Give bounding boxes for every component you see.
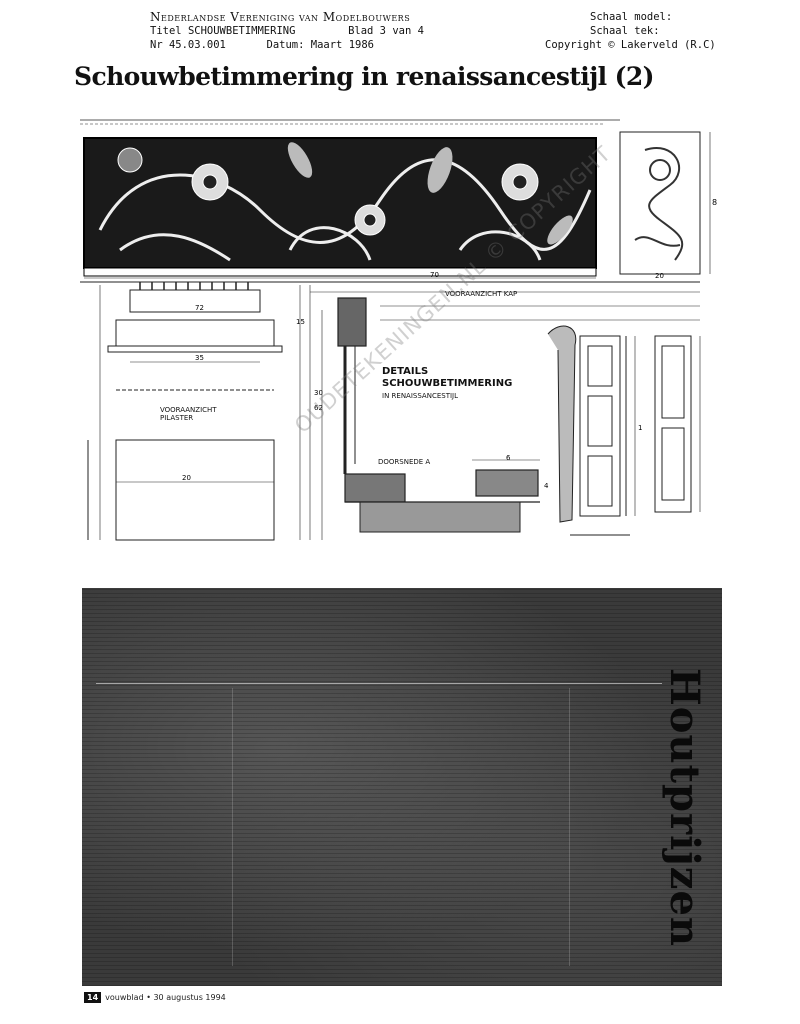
carved-frieze-panel — [83, 137, 597, 269]
page-footer: 14 vouwblad • 30 augustus 1994 — [84, 992, 226, 1003]
doorsnede-label: DOORSNEDE A — [378, 458, 431, 466]
copyright-row: Copyright © Lakerveld (R.C) — [545, 38, 790, 52]
side-scroll-icon — [634, 147, 684, 261]
details-label-line2: SCHOUWBETIMMERING — [382, 378, 513, 389]
van: van 4 — [392, 25, 424, 37]
clipping-rule — [96, 683, 662, 684]
schaal-model: Schaal model: — [590, 11, 673, 23]
cornice-profile — [547, 325, 701, 536]
organization-name: Nederlandse Vereniging van Modelbouwers — [150, 10, 411, 24]
side-ornament-panel — [619, 131, 701, 275]
author: Lakerveld (R.C) — [620, 39, 716, 51]
dim-62: 62 — [314, 404, 323, 412]
pilaster-front-view — [87, 282, 301, 541]
dim-35: 35 — [195, 354, 204, 362]
titel-row: Titel SCHOUWBETIMMERING Blad 3 van 4 — [150, 24, 530, 38]
dim-1: 1 — [638, 424, 642, 432]
dim-6: 6 — [506, 454, 511, 462]
clipping-column-rule — [232, 688, 233, 966]
clipping-vertical-title: Houtprijzen — [661, 668, 708, 947]
dim-72: 72 — [195, 304, 204, 312]
header-left: Nederlandse Vereniging van Modelbouwers … — [150, 10, 530, 52]
copyright-label: Copyright — [545, 39, 602, 51]
dim-30: 30 — [314, 389, 323, 397]
schaal-tek: Schaal tek: — [590, 25, 660, 37]
nr-row: Nr 45.03.001 Datum: Maart 1986 — [150, 38, 530, 52]
leaf-ornament-icons — [287, 142, 573, 245]
frieze-lower-border — [83, 267, 597, 277]
copyright-symbol-icon: © — [608, 39, 615, 51]
header-right: Schaal model: Schaal tek: Copyright © La… — [545, 10, 790, 52]
dim-70: 70 — [430, 271, 439, 279]
dim-4: 4 — [544, 482, 549, 490]
dim-15: 15 — [296, 318, 305, 326]
details-label-line3: IN RENAISSANCESTIJL — [382, 392, 459, 400]
datum: Datum: Maart 1986 — [266, 39, 374, 51]
titel-label: Titel — [150, 25, 182, 37]
dim-8: 8 — [712, 198, 717, 207]
newspaper-clipping: Houtprijzen — [82, 588, 722, 986]
vooraanzicht-kap-label: VOORAANZICHT KAP — [445, 290, 518, 298]
footer-text: vouwblad • 30 augustus 1994 — [105, 993, 226, 1002]
rosette-icons — [117, 147, 539, 236]
page-number: 14 — [84, 992, 102, 1003]
details-label: DETAILS SCHOUWBETIMMERING IN RENAISSANCE… — [382, 366, 512, 402]
technical-drawing: 8 70 20 72 35 20 30 62 15 — [60, 110, 760, 550]
details-label-line1: DETAILS — [382, 366, 429, 377]
blad: Blad 3 — [348, 25, 386, 37]
nr: Nr 45.03.001 — [150, 39, 226, 51]
section-detail — [337, 297, 540, 533]
vooraanzicht-pilaster-label: VOORAANZICHT PILASTER — [160, 406, 217, 422]
dim-20: 20 — [182, 474, 191, 482]
clipping-texture — [82, 588, 722, 986]
drawing-svg: 8 70 20 72 35 20 30 62 15 — [80, 119, 717, 541]
page-title: Schouwbetimmering in renaissancestijl (2… — [74, 62, 655, 91]
dim-20-side: 20 — [655, 272, 664, 280]
clipping-column-rule — [569, 688, 570, 966]
titel-value: SCHOUWBETIMMERING — [187, 25, 296, 37]
